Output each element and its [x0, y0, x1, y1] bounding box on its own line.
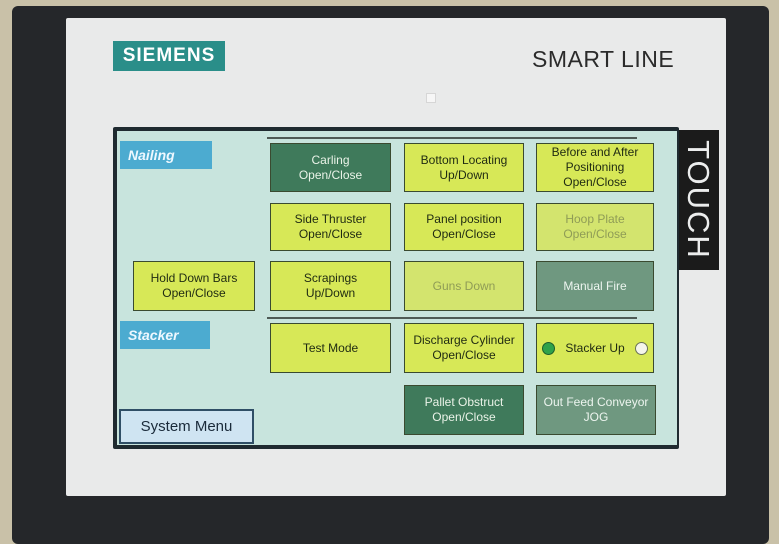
section-label-nailing: Nailing [120, 141, 212, 169]
bottom-locating-button[interactable]: Bottom Locating Up/Down [404, 143, 524, 192]
scrapings-button[interactable]: Scrapings Up/Down [270, 261, 391, 311]
nailing-separator [267, 137, 637, 139]
carling-button[interactable]: Carling Open/Close [270, 143, 391, 192]
stacker-up-button[interactable]: Stacker Up [536, 323, 654, 373]
test-mode-button[interactable]: Test Mode [270, 323, 391, 373]
touch-label: TOUCH [681, 140, 716, 260]
pallet-obstruct-button[interactable]: Pallet Obstruct Open/Close [404, 385, 524, 435]
stacker-separator [267, 317, 637, 319]
hmi-display: Nailing Stacker Carling Open/Close Botto… [117, 131, 677, 445]
hold-down-bars-button[interactable]: Hold Down Bars Open/Close [133, 261, 255, 311]
manual-fire-button[interactable]: Manual Fire [536, 261, 654, 311]
section-label-stacker: Stacker [120, 321, 210, 349]
hoop-plate-button[interactable]: Hoop Plate Open/Close [536, 203, 654, 251]
touch-strip [677, 130, 719, 270]
siemens-logo: SIEMENS [113, 41, 225, 71]
before-after-positioning-button[interactable]: Before and After Positioning Open/Close [536, 143, 654, 192]
out-feed-conveyor-button[interactable]: Out Feed Conveyor JOG [536, 385, 656, 435]
panel-position-button[interactable]: Panel position Open/Close [404, 203, 524, 251]
discharge-cylinder-button[interactable]: Discharge Cylinder Open/Close [404, 323, 524, 373]
status-led-icon [426, 93, 436, 103]
side-thruster-button[interactable]: Side Thruster Open/Close [270, 203, 391, 251]
guns-down-button[interactable]: Guns Down [404, 261, 524, 311]
touch-label-container: TOUCH [677, 130, 719, 270]
stacker-up-off-lamp-icon [635, 342, 648, 355]
system-menu-button[interactable]: System Menu [119, 409, 254, 444]
stacker-up-label: Stacker Up [565, 340, 625, 355]
stacker-up-on-lamp-icon [542, 342, 555, 355]
model-label: SMART LINE [532, 46, 675, 72]
